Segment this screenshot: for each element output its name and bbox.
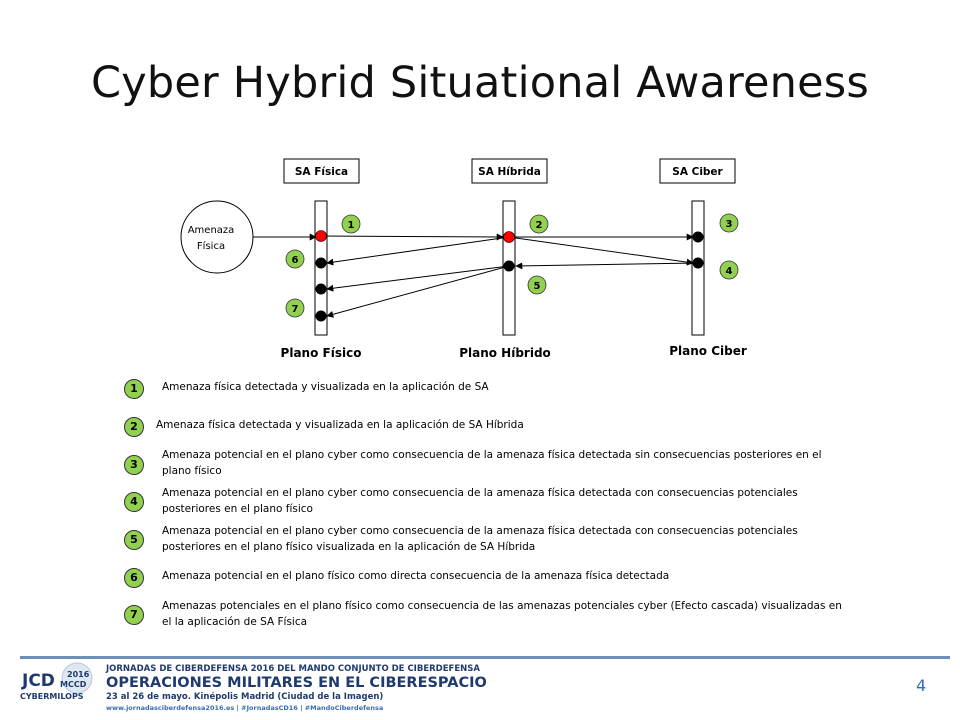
footer-event-date: 23 al 26 de mayo. Kinépolis Madrid (Ciud…	[106, 692, 384, 702]
footer-event-title: OPERACIONES MILITARES EN EL CIBERESPACIO	[106, 675, 487, 691]
legend-item: 7 Amenazas potenciales en el plano físic…	[124, 598, 842, 630]
svg-text:3: 3	[726, 219, 733, 230]
threat-label-line1: Amenaza	[188, 225, 235, 236]
diagram-badge-6: 6	[285, 249, 305, 269]
threat-label-line2: Física	[197, 240, 225, 252]
legend-text: Amenazas potenciales en el plano físico …	[162, 600, 842, 628]
legend-number-badge: 6	[124, 568, 144, 588]
diagram-badge-1: 1	[341, 214, 361, 234]
diagram-badge-7: 7	[285, 298, 305, 318]
legend-text: Amenaza potencial en el plano cyber como…	[162, 449, 822, 477]
header-label-sa-hibrida: SA Híbrida	[478, 166, 541, 178]
plane-label-fisico: Plano Físico	[281, 346, 362, 360]
legend-text: Amenaza física detectada y visualizada e…	[156, 419, 524, 431]
svg-text:CYBERMILOPS: CYBERMILOPS	[20, 692, 84, 701]
arrow-ciber-to-hibrido	[515, 262, 699, 270]
dot-ciber-4	[692, 257, 704, 269]
legend-number-badge: 5	[124, 530, 144, 550]
diagram-badge-3: 3	[719, 213, 739, 233]
svg-text:JCD: JCD	[21, 671, 55, 691]
legend-item: 4 Amenaza potencial en el plano cyber co…	[124, 485, 842, 517]
arrow-hibrido-to-fisico-7a	[326, 265, 510, 292]
legend-item: 5 Amenaza potencial en el plano cyber co…	[124, 523, 842, 555]
header-box-sa-ciber: SA Ciber	[659, 158, 736, 184]
threat-node: Amenaza Física	[180, 200, 254, 274]
diagram-badge-5: 5	[527, 275, 547, 295]
legend-text: Amenaza potencial en el plano físico com…	[162, 570, 670, 582]
page-number: 4	[916, 676, 927, 695]
dot-fisico-7b	[315, 310, 327, 322]
svg-text:7: 7	[292, 304, 299, 315]
legend-number-badge: 4	[124, 492, 144, 512]
dot-fisico-red	[315, 230, 327, 242]
header-label-sa-fisica: SA Física	[295, 166, 348, 178]
arrow-hibrido-to-fisico-7b	[326, 265, 510, 318]
dot-hibrido-red	[503, 231, 515, 243]
svg-text:4: 4	[726, 266, 733, 277]
svg-text:2: 2	[536, 220, 543, 231]
header-box-sa-fisica: SA Física	[283, 158, 360, 184]
arrow-fisico-to-hibrido	[320, 233, 504, 241]
svg-text:2016: 2016	[67, 670, 90, 679]
svg-text:MCCD: MCCD	[60, 680, 87, 689]
legend-number-badge: 2	[124, 417, 144, 437]
slide-title: Cyber Hybrid Situational Awareness	[91, 58, 869, 108]
plane-label-ciber: Plano Ciber	[669, 344, 747, 358]
diagram-badge-2: 2	[529, 214, 549, 234]
footer-divider	[20, 656, 950, 659]
plane-label-hibrido: Plano Híbrido	[459, 346, 551, 360]
legend-item: 3 Amenaza potencial en el plano cyber co…	[124, 447, 842, 479]
legend-text: Amenaza potencial en el plano cyber como…	[162, 525, 798, 553]
arrow-hibrido-to-ciber-4	[508, 236, 694, 266]
svg-text:5: 5	[534, 281, 541, 292]
svg-text:6: 6	[292, 255, 299, 266]
legend-item: 1 Amenaza física detectada y visualizada…	[124, 379, 842, 399]
dot-ciber-3	[692, 231, 704, 243]
jcd-logo: JCD 2016 MCCD CYBERMILOPS	[20, 662, 93, 701]
legend-text: Amenaza potencial en el plano cyber como…	[162, 487, 798, 515]
footer-event-name: JORNADAS DE CIBERDEFENSA 2016 DEL MANDO …	[106, 664, 480, 674]
svg-text:1: 1	[348, 220, 355, 231]
legend-item: 2 Amenaza física detectada y visualizada…	[124, 417, 836, 437]
legend-item: 6 Amenaza potencial en el plano físico c…	[124, 568, 842, 588]
dot-fisico-6	[315, 257, 327, 269]
dot-hibrido-5	[503, 260, 515, 272]
legend-number-badge: 3	[124, 455, 144, 475]
diagram-badge-4: 4	[719, 260, 739, 280]
footer-links: www.jornadasciberdefensa2016.es | #Jorna…	[106, 704, 384, 712]
legend-text: Amenaza física detectada y visualizada e…	[162, 381, 489, 393]
legend-number-badge: 1	[124, 379, 144, 399]
situational-awareness-diagram: SA Física SA Híbrida SA Ciber Amenaza Fí…	[180, 158, 747, 360]
header-box-sa-hibrida: SA Híbrida	[471, 158, 548, 184]
arrow-hibrido-to-fisico-6	[326, 236, 510, 266]
legend-number-badge: 7	[124, 605, 144, 625]
dot-fisico-7a	[315, 283, 327, 295]
header-label-sa-ciber: SA Ciber	[672, 166, 723, 178]
